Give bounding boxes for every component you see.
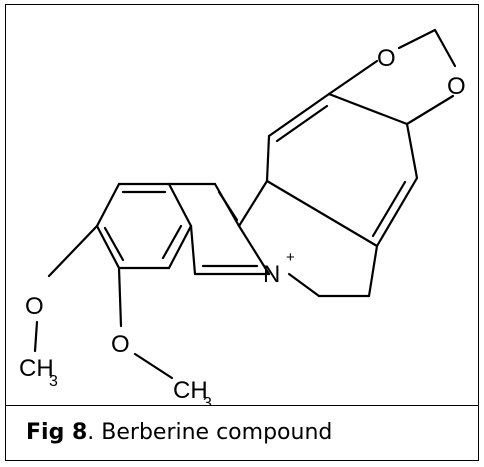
figure-caption-label: Fig 8 [26,420,88,445]
berberine-structure: O O O O N + CH 3 CH 3 [19,28,466,406]
atom-o-methoxy-left: O [25,293,44,320]
atom-n: N [263,261,280,288]
atom-o-dioxole-top: O [377,45,396,72]
caption-row: Fig 8. Berberine compound [6,405,478,460]
ring-c [237,179,379,298]
atom-ch3-bottom: CH [173,377,208,404]
methoxy-groups [33,224,174,380]
atom-ch3-left: CH [19,355,54,382]
ring-d [265,92,419,248]
dioxole-ring [327,28,457,126]
atom-ch3-bottom-sub: 3 [203,395,212,406]
figure-caption: Fig 8. Berberine compound [26,420,332,445]
atom-ch3-left-sub: 3 [49,373,58,390]
atom-labels: O O O O N + CH 3 CH 3 [19,45,466,406]
figure-caption-text: . Berberine compound [87,420,333,445]
atom-o-methoxy-bottom: O [111,331,130,358]
ring-a [95,182,193,270]
figure-box: O O O O N + CH 3 CH 3 Fig 8. Berberine c… [5,4,479,461]
atom-n-charge: + [286,249,295,266]
atom-o-dioxole-right: O [447,73,466,100]
ring-b [167,182,271,276]
